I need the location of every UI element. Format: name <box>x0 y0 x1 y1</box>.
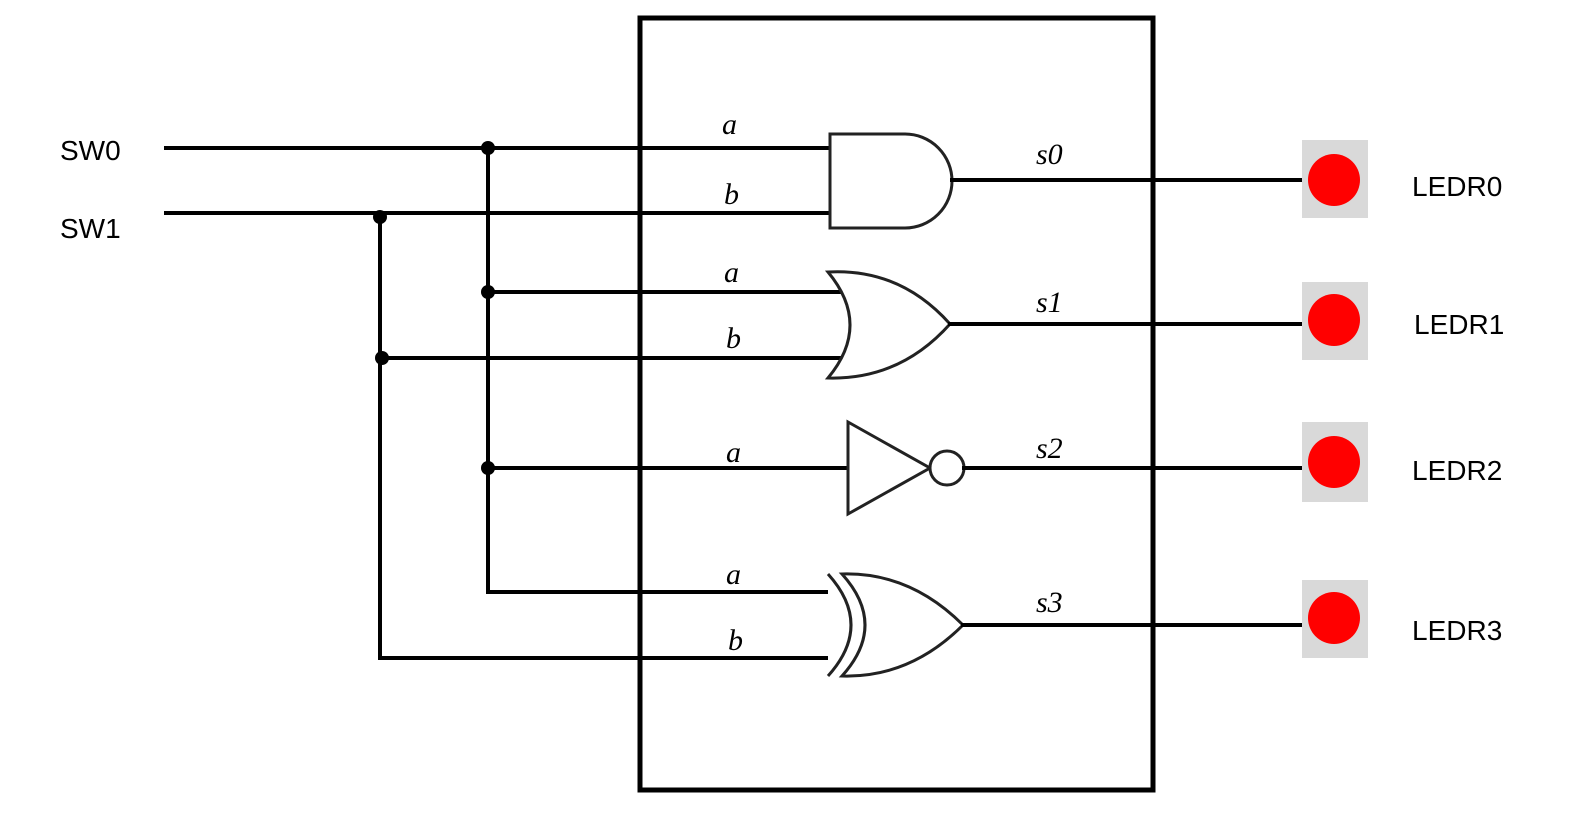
led-ledr2 <box>1302 422 1368 502</box>
pin-label-and-b: b <box>724 178 739 211</box>
signal-label-s3: s3 <box>1036 586 1063 619</box>
pin-label-and-a: a <box>722 108 737 141</box>
junction-dot <box>373 210 387 224</box>
pin-label-xor-a: a <box>726 558 741 591</box>
and-gate <box>828 132 954 230</box>
module-box <box>637 15 1156 793</box>
input-label-sw1: SW1 <box>60 213 121 244</box>
led-light-ledr3 <box>1308 592 1360 644</box>
pin-label-or-b: b <box>726 322 741 355</box>
signal-label-s1: s1 <box>1036 286 1063 319</box>
signal-label-s2: s2 <box>1036 432 1063 465</box>
xor-gate <box>838 572 966 678</box>
led-light-ledr2 <box>1308 436 1360 488</box>
led-label-ledr3: LEDR3 <box>1412 615 1502 646</box>
led-label-ledr0: LEDR0 <box>1412 171 1502 202</box>
led-ledr1 <box>1302 282 1368 360</box>
junction-dot <box>481 285 495 299</box>
xor-gate-input-arc <box>826 572 853 678</box>
led-label-ledr1: LEDR1 <box>1414 309 1504 340</box>
junction-dot <box>481 461 495 475</box>
signal-label-s0: s0 <box>1036 138 1063 171</box>
or-gate <box>824 270 953 380</box>
input-label-sw0: SW0 <box>60 135 121 166</box>
pin-label-not-a: a <box>726 436 741 469</box>
junction-dot <box>375 351 389 365</box>
junction-dot <box>481 141 495 155</box>
led-light-ledr1 <box>1308 294 1360 346</box>
led-label-ledr2: LEDR2 <box>1412 455 1502 486</box>
not-gate <box>846 419 934 517</box>
led-light-ledr0 <box>1308 154 1360 206</box>
pin-label-or-a: a <box>724 256 739 289</box>
not-gate-bubble <box>928 449 966 487</box>
pin-label-xor-b: b <box>728 624 743 657</box>
led-ledr3 <box>1302 580 1368 658</box>
led-ledr0 <box>1302 140 1368 218</box>
